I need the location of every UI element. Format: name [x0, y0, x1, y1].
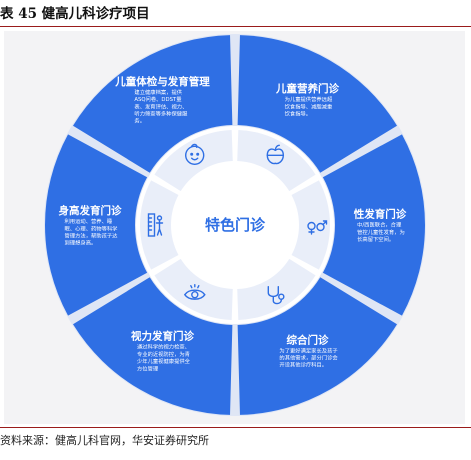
segment-title: 儿童体检与发育管理 — [114, 75, 210, 88]
segment-description-line: ASQ问卷、DDST量 — [134, 95, 182, 103]
header-divider — [0, 26, 471, 27]
stethoscope-icon — [267, 286, 285, 305]
segment-description-line: 建立健康档案，提供 — [134, 88, 182, 96]
segment-6 — [73, 35, 233, 173]
center-circle — [173, 163, 297, 287]
footer-divider — [0, 427, 471, 428]
baby-face-icon — [184, 143, 205, 166]
segment-description-line: 中/西医联合，合理 — [357, 221, 402, 229]
gender-icon — [307, 220, 328, 235]
source-note: 资料来源：健高儿科官网，华安证券研究所 — [0, 434, 209, 447]
inner-segment-1 — [237, 130, 316, 192]
segment-description-line: 表、发育评估、视力、 — [134, 102, 187, 110]
inner-segment-3 — [237, 258, 316, 320]
segment-5 — [44, 134, 148, 316]
segment-title: 视力发育门诊 — [131, 330, 194, 343]
segment-description-line: 管控儿童性发育，为 — [357, 228, 405, 236]
segment-description-line: 眠、心理、药物等科学 — [65, 224, 118, 232]
segment-2 — [322, 134, 426, 316]
segment-description-line: 方位管理 — [137, 364, 159, 372]
segment-description-line: 务。 — [134, 117, 145, 125]
inner-segment-2 — [291, 180, 331, 270]
inner-segment-4 — [154, 258, 233, 320]
segment-4 — [73, 277, 233, 415]
segment-description-line: 的其他需求，部分门诊会 — [279, 354, 338, 362]
segment-description-line: 饮食指导、减脂减重 — [285, 102, 333, 110]
segment-title: 身高发育门诊 — [59, 204, 122, 217]
segment-description-line: 听力筛查等多种保健服 — [134, 110, 188, 118]
center-label: 特色门诊 — [205, 216, 266, 234]
segment-description-line: 管理方法，帮助孩子达 — [65, 232, 119, 240]
segment-description-line: 长高留下空间。 — [357, 235, 394, 243]
segment-description-line: 到理想身高。 — [65, 239, 97, 247]
segment-description-line: 少年儿童视健康提供全 — [137, 357, 191, 365]
segment-3 — [237, 277, 397, 415]
segment-title: 儿童营养门诊 — [275, 82, 339, 95]
segment-description-line: 饮食指导。 — [285, 110, 312, 118]
segment-description-line: 开设其他诊疗科目。 — [279, 361, 327, 369]
figure-title: 表 45 健高儿科诊疗项目 — [0, 6, 150, 22]
segment-description-line: 利用运动、营养、睡 — [65, 217, 113, 225]
eye-icon — [183, 284, 206, 300]
segment-title: 性发育门诊 — [354, 208, 407, 221]
segment-1 — [237, 35, 397, 173]
height-ruler-icon — [147, 213, 164, 237]
segment-description-line: 为了更好满足家长及孩子 — [279, 346, 338, 354]
inner-segment-6 — [154, 130, 233, 192]
segment-description-line: 为儿童提供营养远超 — [285, 95, 333, 103]
apple-icon — [266, 144, 284, 165]
segment-description-line: 专业的近视防控，为青 — [137, 350, 190, 358]
segment-description-line: 通过科学的视力检查、 — [137, 343, 190, 351]
segment-title: 综合门诊 — [287, 333, 329, 346]
